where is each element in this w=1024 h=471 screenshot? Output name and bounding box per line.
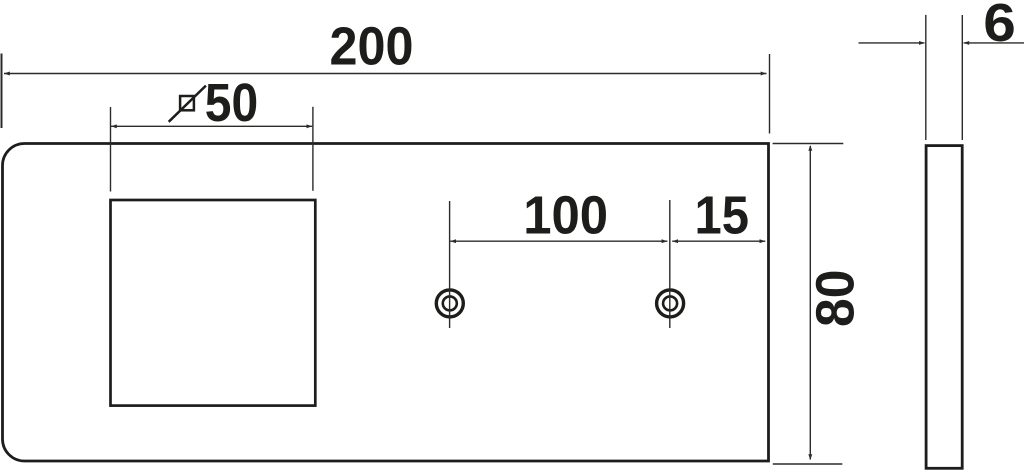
svg-text:6: 6 bbox=[983, 0, 1016, 53]
svg-text:50: 50 bbox=[205, 73, 258, 133]
svg-text:100: 100 bbox=[523, 186, 608, 246]
svg-text:15: 15 bbox=[695, 186, 750, 246]
svg-text:200: 200 bbox=[330, 17, 414, 77]
svg-text:80: 80 bbox=[805, 270, 865, 328]
